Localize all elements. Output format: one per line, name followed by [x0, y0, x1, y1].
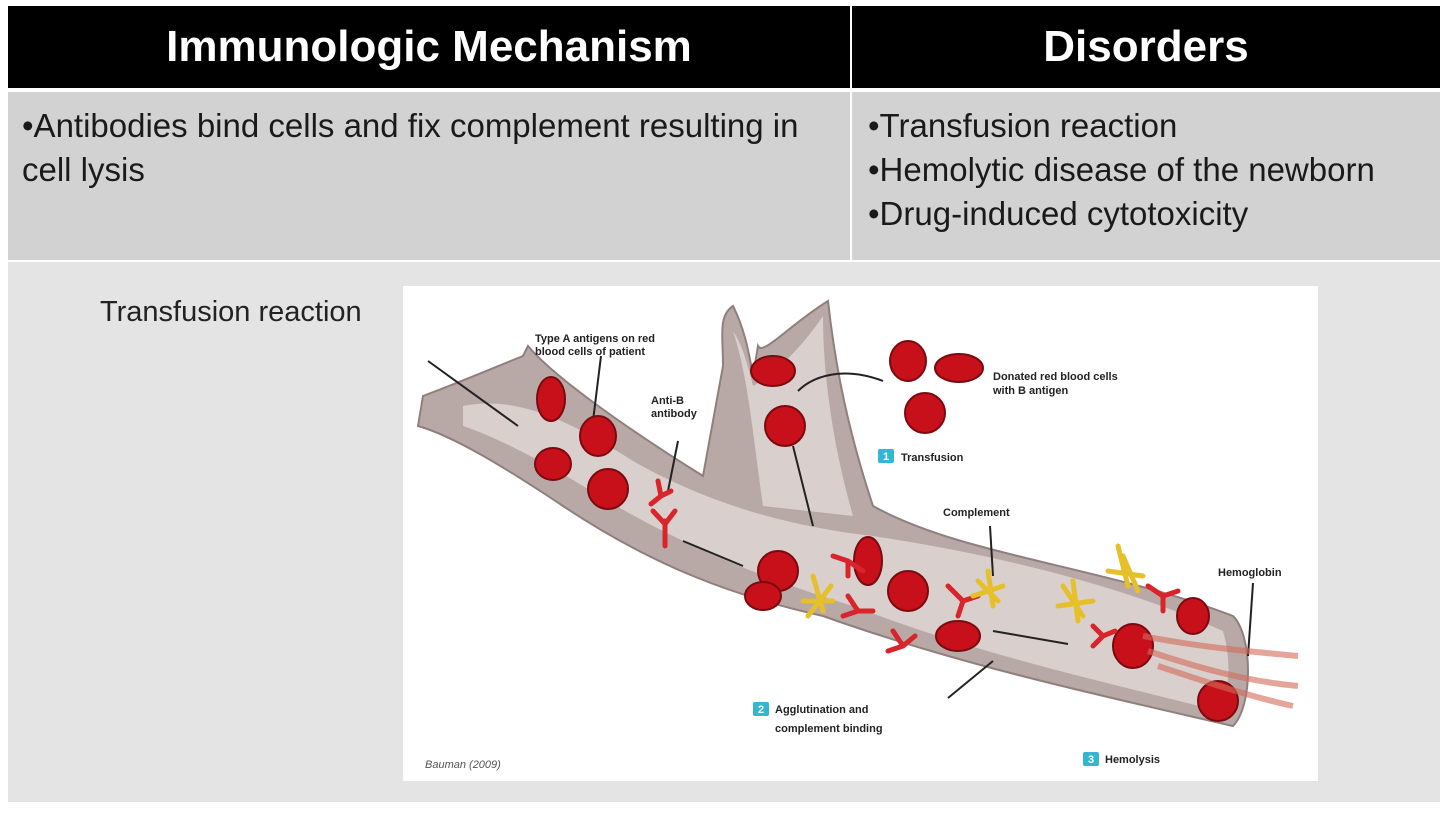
header-mechanism: Immunologic Mechanism — [8, 6, 850, 88]
label-transfusion: Transfusion — [901, 452, 964, 464]
label-donated-cells: Donated red blood cells — [993, 371, 1118, 383]
leader-line — [592, 355, 602, 422]
complement-cluster — [970, 568, 1006, 609]
step-number: 2 — [758, 704, 764, 716]
mechanism-text: •Antibodies bind cells and fix complemen… — [22, 107, 799, 188]
red-blood-cell — [889, 340, 927, 382]
complement-cluster — [1105, 543, 1146, 594]
red-blood-cell — [1112, 623, 1154, 669]
label-complement: Complement — [943, 507, 1010, 519]
antibody-y — [1090, 623, 1118, 649]
red-blood-cell — [764, 405, 806, 447]
hemoglobin-stream — [1157, 663, 1294, 709]
flow-arrow — [682, 540, 744, 567]
flow-arrow — [427, 360, 519, 427]
figure-caption: Transfusion reaction — [100, 296, 362, 328]
red-blood-cell — [587, 468, 629, 510]
hemoglobin-stream — [1142, 633, 1299, 659]
flow-arrow — [992, 630, 1069, 645]
illustration-svg: Type A antigens on red blood cells of pa… — [416, 299, 1299, 771]
leader-line — [947, 660, 994, 699]
disorder-item: •Hemolytic disease of the newborn — [868, 151, 1375, 188]
leader-line — [667, 440, 679, 492]
red-blood-cell — [579, 415, 617, 457]
label-type-a-antigens: Type A antigens on red — [535, 333, 655, 345]
antibody-y — [840, 593, 876, 619]
leader-line — [989, 525, 994, 577]
label-anti-b: Anti-B — [651, 395, 684, 407]
disorder-item: •Transfusion reaction — [868, 107, 1178, 144]
label-agglutination: Agglutination and — [775, 704, 868, 716]
red-blood-cell — [853, 536, 883, 586]
red-blood-cell — [934, 353, 984, 383]
step-badge — [1083, 752, 1099, 766]
label-anti-b: antibody — [651, 408, 698, 420]
vessel-lumen — [463, 403, 1229, 711]
red-blood-cell — [750, 355, 796, 387]
red-blood-cell — [904, 392, 946, 434]
antibody-y — [1145, 583, 1181, 614]
red-blood-cell — [887, 570, 929, 612]
step-number: 3 — [1088, 754, 1094, 766]
complement-cluster — [800, 573, 836, 619]
header-disorders: Disorders — [852, 6, 1440, 88]
disorders-cell: •Transfusion reaction •Hemolytic disease… — [852, 92, 1440, 260]
source-credit: Bauman (2009) — [425, 759, 501, 771]
red-blood-cell — [536, 376, 566, 422]
red-blood-cell — [1176, 597, 1210, 635]
red-blood-cell — [744, 581, 782, 611]
red-blood-cell — [534, 447, 572, 481]
step-badge — [753, 702, 769, 716]
antibody-y — [830, 553, 866, 579]
flow-arrow — [792, 445, 814, 527]
label-hemolysis: Hemolysis — [1105, 754, 1160, 766]
label-agglutination: complement binding — [775, 723, 883, 735]
antibody-y — [650, 508, 678, 549]
transfusion-reaction-illustration: Type A antigens on red blood cells of pa… — [403, 286, 1318, 781]
label-type-a-antigens: blood cells of patient — [535, 346, 645, 358]
hemoglobin-stream — [1147, 648, 1299, 689]
antibody-y — [648, 478, 674, 507]
complement-cluster — [1055, 578, 1096, 624]
label-donated-cells: with B antigen — [992, 385, 1068, 397]
antibody-y — [885, 628, 918, 654]
step-badge — [878, 449, 894, 463]
leader-line — [1247, 582, 1254, 657]
step-number: 1 — [883, 451, 889, 463]
label-hemoglobin: Hemoglobin — [1218, 567, 1282, 579]
flow-arrow — [797, 372, 884, 392]
figure-panel: Transfusion reaction — [8, 262, 1440, 802]
red-blood-cell — [935, 620, 981, 652]
disorder-item: •Drug-induced cytotoxicity — [868, 195, 1249, 232]
mechanism-cell: •Antibodies bind cells and fix complemen… — [8, 92, 850, 260]
